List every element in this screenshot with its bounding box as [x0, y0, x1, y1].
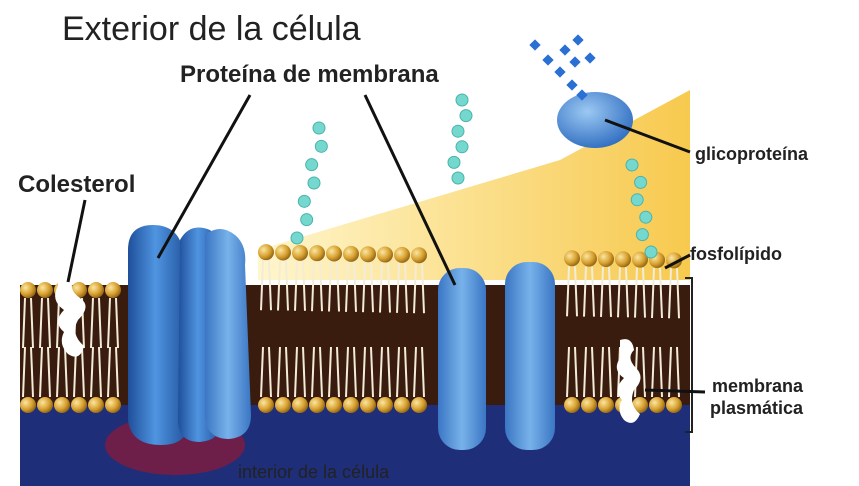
- membrane-protein-channel: [128, 225, 251, 445]
- membrane-label-line2: plasmática: [710, 398, 804, 418]
- membrane-label-line1: membrana: [712, 376, 804, 396]
- interior-label: interior de la célula: [238, 462, 390, 482]
- glycoprotein-antenna: [529, 34, 595, 100]
- phospholipid-label: fosfolípido: [690, 244, 782, 264]
- protein-label: Proteína de membrana: [180, 61, 439, 88]
- glycoprotein-label: glicoproteína: [695, 144, 809, 164]
- glycoprotein: [529, 34, 633, 148]
- cholesterol-label: Colesterol: [18, 171, 135, 198]
- leader-cholesterol: [68, 200, 85, 282]
- leader-membrane: [645, 390, 705, 392]
- exterior-label: Exterior de la célula: [62, 10, 361, 48]
